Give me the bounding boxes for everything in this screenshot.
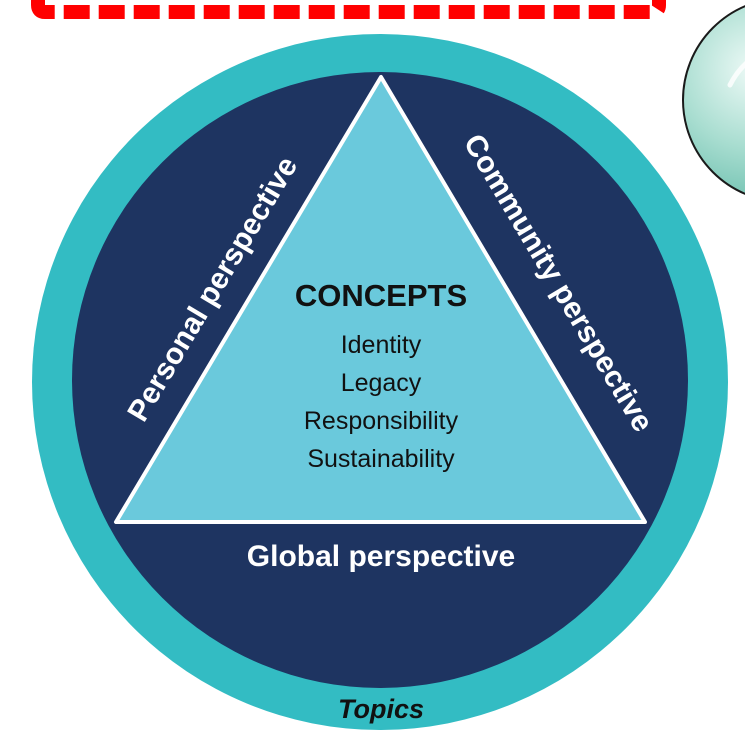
concepts-triangle (114, 75, 647, 524)
concept-item: Legacy (341, 369, 422, 397)
global-perspective-label: Global perspective (247, 540, 515, 573)
red-banner (31, 0, 666, 19)
concepts-title: CONCEPTS (295, 278, 467, 313)
decorative-bubble (682, 5, 745, 195)
topics-label: Topics (338, 694, 424, 724)
concept-item: Sustainability (307, 445, 455, 473)
concept-item: Responsibility (304, 407, 459, 435)
concept-item: Identity (341, 331, 422, 359)
